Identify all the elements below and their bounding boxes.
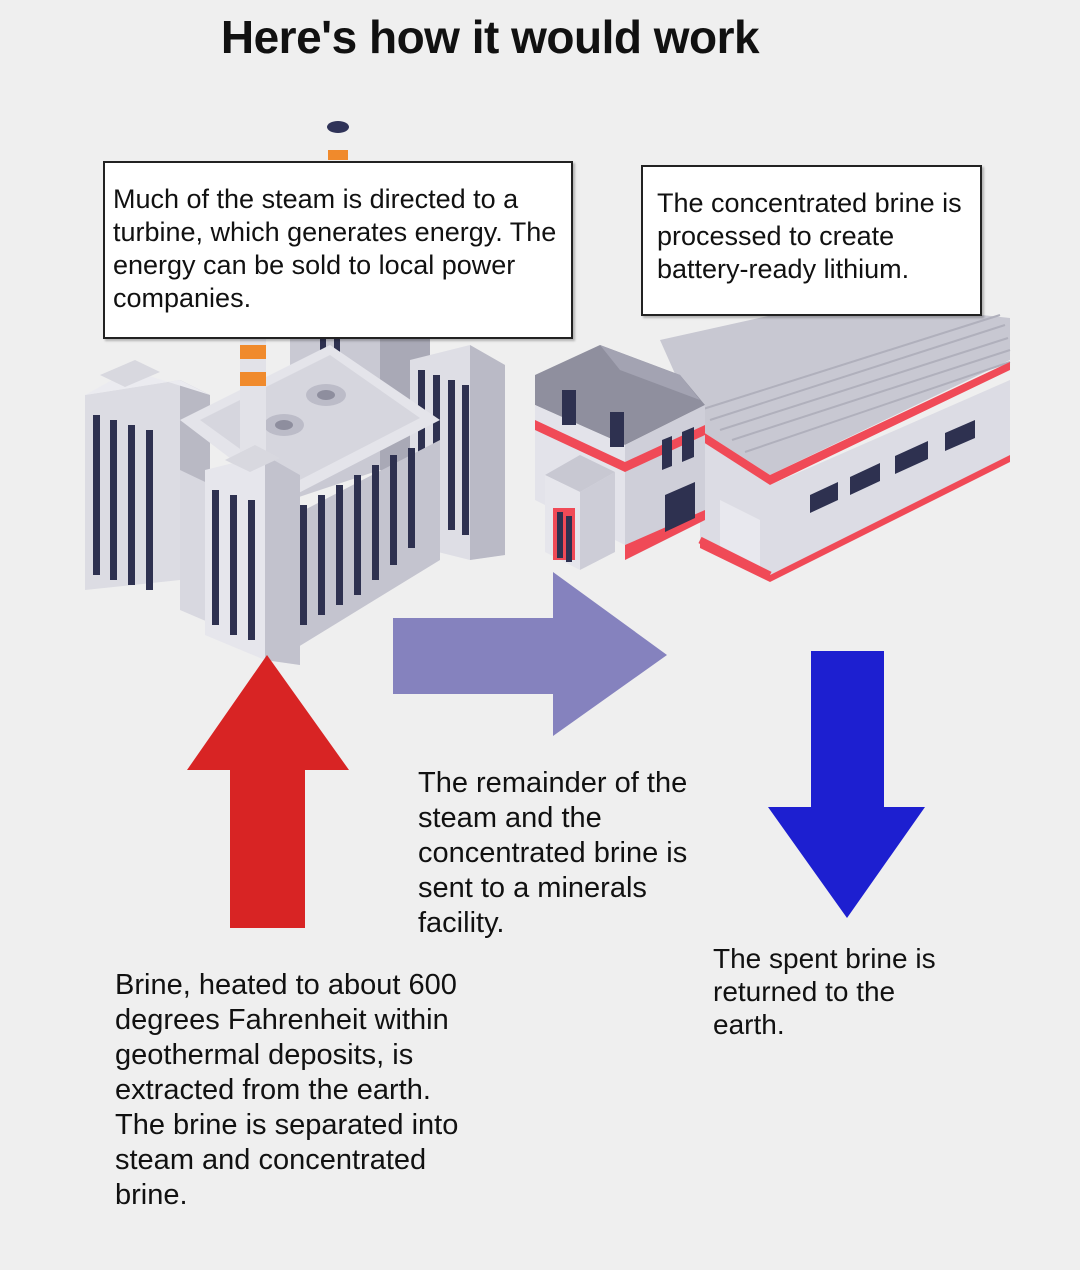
minerals-facility-icon [535,300,1011,582]
remainder-steam-text: The remainder of the steam and the conce… [418,767,688,939]
steam-right-arrow-icon [393,572,667,736]
page-title: Here's how it would work [220,11,760,63]
brine-down-arrow-icon [768,651,925,918]
turbine-callout: Much of the steam is directed to a turbi… [103,161,573,339]
lithium-callout: The concentrated brine is processed to c… [641,165,982,316]
spent-brine-text: The spent brine is returned to the earth… [713,943,936,1040]
brine-up-arrow-icon [187,655,349,928]
brine-extraction-text: Brine, heated to about 600 degrees Fahre… [115,969,459,1211]
power-plant-icon [85,121,505,665]
